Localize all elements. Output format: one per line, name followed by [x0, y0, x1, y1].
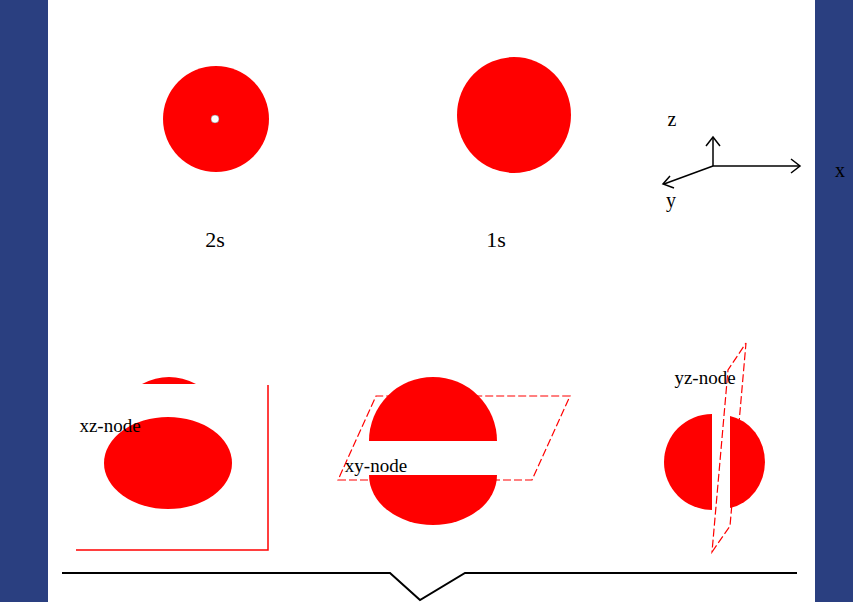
orbital-1s [457, 57, 571, 173]
label-text: y [666, 190, 676, 210]
label-text: 1s [486, 229, 506, 251]
orbital-lobe [369, 377, 497, 441]
orbital-2s [163, 66, 269, 172]
label-text: x [835, 160, 845, 180]
axes [663, 137, 800, 188]
orbital-lobe [369, 475, 497, 525]
node-plane [76, 385, 268, 550]
orbital-lobe [664, 414, 712, 510]
label-text: z [668, 109, 677, 129]
label-text: 2s [205, 229, 225, 251]
label-text: yz-node [674, 368, 735, 387]
orbital-lobe [142, 377, 196, 384]
label-text: xy-node [345, 456, 407, 475]
label-text: xz-node [79, 416, 140, 435]
radial-node [211, 115, 219, 123]
grouping-brace [62, 573, 797, 600]
node-plane [338, 396, 570, 480]
